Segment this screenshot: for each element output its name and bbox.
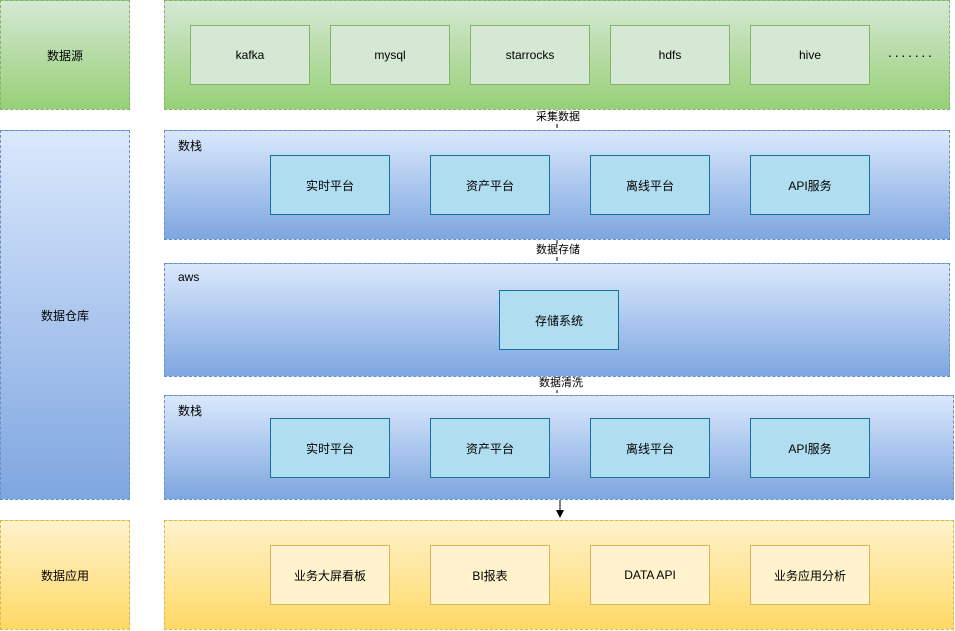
- layer-data-source-label: 数据源: [46, 48, 83, 63]
- app-business-analysis-label: 业务应用分析: [773, 568, 846, 583]
- layer-data-warehouse: 数据仓库: [0, 130, 130, 500]
- flow-label-clean: 数据清洗: [537, 377, 585, 390]
- shuzhan-bottom-asset-label: 资产平台: [465, 441, 514, 456]
- shuzhan-bottom-api: API服务: [750, 418, 870, 478]
- app-data-api: DATA API: [590, 545, 710, 605]
- aws-title: aws: [178, 270, 200, 284]
- source-kafka: kafka: [190, 25, 310, 85]
- shuzhan-top-offline-label: 离线平台: [625, 178, 674, 193]
- shuzhan-top-api-label: API服务: [788, 178, 832, 193]
- shuzhan-bottom-offline: 离线平台: [590, 418, 710, 478]
- shuzhan-top-asset: 资产平台: [430, 155, 550, 215]
- aws-storage-system: 存储系统: [499, 290, 619, 350]
- app-bi-report: BI报表: [430, 545, 550, 605]
- shuzhan-bottom-api-label: API服务: [788, 441, 832, 456]
- app-dashboard: 业务大屏看板: [270, 545, 390, 605]
- shuzhan-top-offline: 离线平台: [590, 155, 710, 215]
- app-business-analysis: 业务应用分析: [750, 545, 870, 605]
- shuzhan-top-api: API服务: [750, 155, 870, 215]
- source-hdfs-label: hdfs: [658, 48, 682, 62]
- shuzhan-bottom-realtime-label: 实时平台: [305, 441, 354, 456]
- source-mysql: mysql: [330, 25, 450, 85]
- shuzhan-top-realtime-label: 实时平台: [305, 178, 354, 193]
- shuzhan-top-realtime: 实时平台: [270, 155, 390, 215]
- flow-label-store: 数据存储: [534, 244, 582, 257]
- source-starrocks: starrocks: [470, 25, 590, 85]
- layer-data-application: 数据应用: [0, 520, 130, 630]
- layer-data-warehouse-label: 数据仓库: [40, 308, 89, 323]
- flow-label-collect: 采集数据: [534, 111, 582, 124]
- app-bi-report-label: BI报表: [472, 568, 508, 583]
- source-mysql-label: mysql: [374, 48, 406, 62]
- source-hive: hive: [750, 25, 870, 85]
- shuzhan-top-title: 数栈: [178, 139, 203, 153]
- app-data-api-label: DATA API: [624, 568, 676, 582]
- app-dashboard-label: 业务大屏看板: [293, 568, 366, 583]
- source-kafka-label: kafka: [235, 48, 265, 62]
- aws-storage-system-label: 存储系统: [534, 313, 583, 328]
- layer-data-source: 数据源: [0, 0, 130, 110]
- shuzhan-top-asset-label: 资产平台: [465, 178, 514, 193]
- source-hdfs: hdfs: [610, 25, 730, 85]
- shuzhan-bottom-title: 数栈: [178, 404, 203, 418]
- source-starrocks-label: starrocks: [505, 48, 555, 62]
- source-more-ellipsis: ·······: [887, 47, 935, 63]
- shuzhan-bottom-realtime: 实时平台: [270, 418, 390, 478]
- layer-data-application-label: 数据应用: [40, 568, 89, 583]
- shuzhan-bottom-asset: 资产平台: [430, 418, 550, 478]
- source-hive-label: hive: [798, 48, 821, 62]
- shuzhan-bottom-offline-label: 离线平台: [625, 441, 674, 456]
